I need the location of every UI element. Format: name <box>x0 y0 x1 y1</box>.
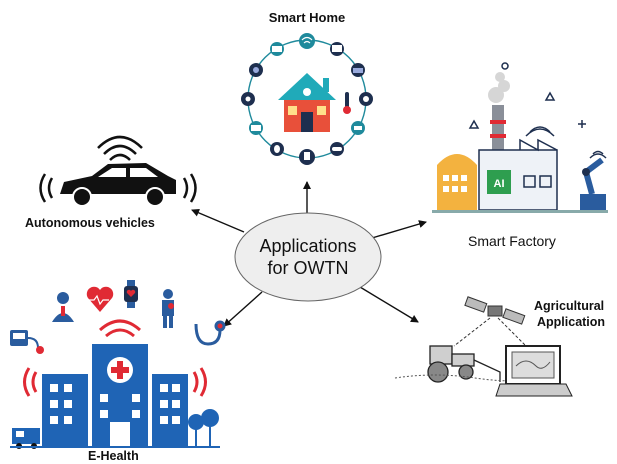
arrow-to-factory <box>371 220 427 239</box>
factory-ground <box>432 210 608 213</box>
car-illustration <box>39 135 197 207</box>
factory-chimney <box>492 105 504 160</box>
laptop-monitor-icon <box>495 345 573 397</box>
arrow-to-autonomous <box>191 209 245 233</box>
smartwatch-icon <box>124 280 138 308</box>
factory-wifi-icon <box>525 126 607 159</box>
car-signal-icon <box>39 135 197 203</box>
center-title-line2: for OWTN <box>267 258 349 278</box>
patient-icon <box>162 289 174 328</box>
ai-chip-icon <box>487 170 511 194</box>
smart-home-ring-icons <box>241 33 373 165</box>
hospital-signal-icon <box>23 319 207 397</box>
ambulance-icon <box>12 428 40 449</box>
ehealth-illustration <box>10 280 226 449</box>
thermometer-icon <box>345 92 349 108</box>
heart-icon <box>86 286 114 312</box>
hospital-right-wing <box>152 374 188 446</box>
satellite-icon <box>464 296 526 325</box>
center-ellipse <box>234 212 382 302</box>
connector-arrows <box>191 181 427 327</box>
trees-icon <box>188 409 219 446</box>
agriculture-illustration <box>394 296 573 397</box>
doctor-icon <box>52 292 74 322</box>
ehealth-label: E-Health <box>88 449 139 463</box>
smart-home-label: Smart Home <box>268 10 346 25</box>
autonomous-vehicles-label: Autonomous vehicles <box>25 216 155 230</box>
factory-illustration: AI <box>432 62 608 213</box>
arrow-to-ehealth <box>223 291 263 327</box>
tractor-icon <box>427 345 501 383</box>
agricultural-label-line2: Application <box>537 315 606 329</box>
house-icon <box>278 73 336 132</box>
stethoscope-icon <box>194 320 226 346</box>
smart-home-illustration <box>241 33 373 165</box>
ai-chip-label: AI <box>494 178 505 190</box>
robot-arm-icon <box>580 157 606 210</box>
agricultural-label-line1: Agricultural <box>534 299 605 313</box>
blood-pressure-icon <box>10 330 44 354</box>
factory-deco-shapes <box>468 62 586 129</box>
center-title-line1: Applications <box>259 236 357 256</box>
smart-factory-label: Smart Factory <box>468 233 556 249</box>
arrow-to-agriculture <box>359 286 419 323</box>
